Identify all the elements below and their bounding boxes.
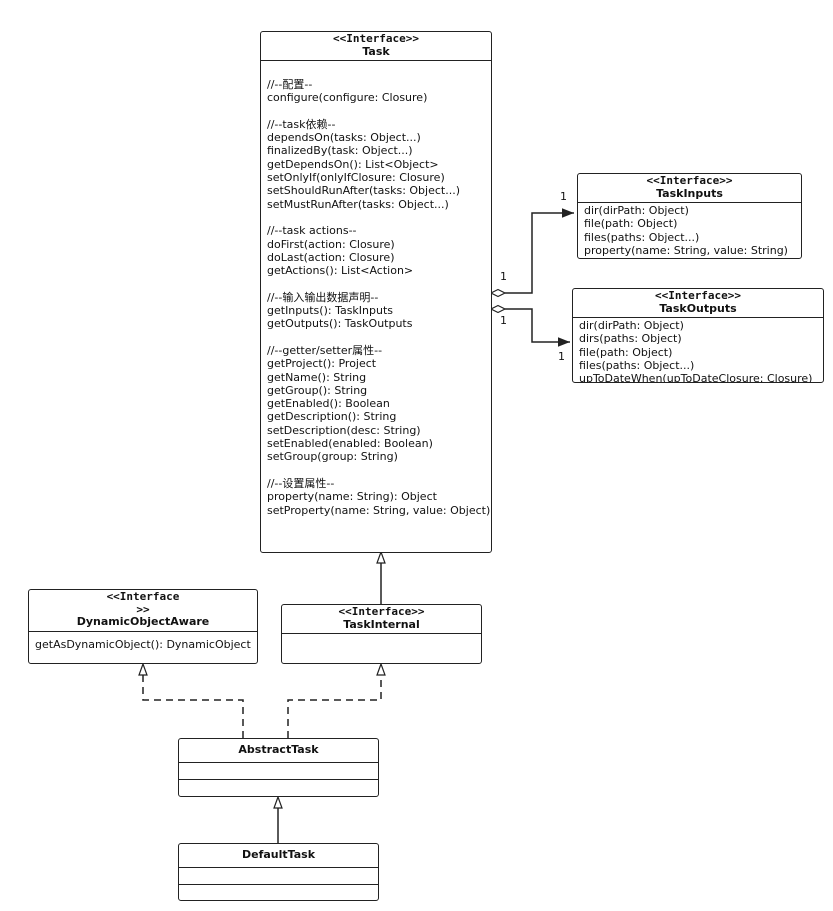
abstracttask-name: AbstractTask <box>238 743 319 756</box>
taskoutputs-operations: dir(dirPath: Object)dirs(paths: Object)f… <box>573 318 823 383</box>
task-operations: //--配置--configure(configure: Closure) //-… <box>261 61 491 517</box>
task-operation: getGroup(): String <box>267 383 368 397</box>
task-operation: getInputs(): TaskInputs <box>267 304 394 318</box>
dynamicobjectaware-stereotype-line2: >> <box>136 602 150 616</box>
section-comment: //--配置-- <box>267 78 313 91</box>
task-operation: setDescription(desc: String) <box>267 423 421 437</box>
group-spacer <box>267 331 491 344</box>
taskinternal-interface-box[interactable]: <<Interface>> TaskInternal <box>281 604 482 664</box>
dynamicobjectaware-header: <<Interface >> DynamicObjectAware <box>29 590 257 632</box>
task-operation: setMustRunAfter(tasks: Object...) <box>267 197 449 211</box>
dynamicobjectaware-interface-box[interactable]: <<Interface >> DynamicObjectAware getAsD… <box>28 589 258 664</box>
taskinternal-name: TaskInternal <box>343 617 420 631</box>
multiplicity-inputs-source: 1 <box>500 270 507 283</box>
taskoutputs-stereotype: <<Interface>> <box>654 289 742 302</box>
dynamicobjectaware-name: DynamicObjectAware <box>76 615 210 628</box>
task-operation: doLast(action: Closure) <box>267 250 395 264</box>
group-spacer <box>267 105 491 118</box>
association-task-outputs <box>489 304 570 347</box>
section-comment: //--getter/setter属性-- <box>267 343 383 357</box>
abstracttask-header: AbstractTask <box>179 739 378 763</box>
taskoutputs-operation: files(paths: Object...) <box>579 358 695 372</box>
taskoutputs-name: TaskOutputs <box>659 301 737 315</box>
taskinputs-operation: file(path: Object) <box>584 217 678 231</box>
task-operation: getName(): String <box>267 370 367 384</box>
association-task-inputs <box>489 208 574 298</box>
section-comment: //--task依赖-- <box>267 117 336 131</box>
taskinputs-operation: property(name: String, value: String) <box>584 243 788 257</box>
dynamicobjectaware-stereotype-line1: <<Interface <box>106 590 180 603</box>
group-spacer <box>267 277 491 290</box>
group-spacer <box>267 464 491 477</box>
multiplicity-outputs-source: 1 <box>500 314 507 327</box>
task-operation: getEnabled(): Boolean <box>267 397 390 411</box>
task-operation: finalizedBy(task: Object...) <box>267 144 413 158</box>
section-comment: //--task actions-- <box>267 224 357 238</box>
dynamicobjectaware-operation: getAsDynamicObject(): DynamicObject <box>35 637 251 651</box>
task-operation: getDependsOn(): List<Object> <box>267 157 439 171</box>
task-operation: property(name: String): Object <box>267 490 437 504</box>
task-operation: setShouldRunAfter(tasks: Object...) <box>267 184 460 198</box>
task-operation: setGroup(group: String) <box>267 450 398 464</box>
taskoutputs-operation: dir(dirPath: Object) <box>579 319 684 332</box>
defaulttask-methods-divider <box>179 884 378 885</box>
task-operation: setProperty(name: String, value: Object) <box>267 503 491 517</box>
multiplicity-inputs-target: 1 <box>560 190 567 203</box>
task-stereotype: <<Interface>> <box>332 32 420 45</box>
taskoutputs-operation: dirs(paths: Object) <box>579 332 682 346</box>
group-spacer <box>267 211 491 224</box>
taskoutputs-interface-box[interactable]: <<Interface>> TaskOutputs dir(dirPath: O… <box>572 288 824 383</box>
section-comment: //--设置属性-- <box>267 476 335 490</box>
task-interface-box[interactable]: <<Interface>> Task //--配置--configure(con… <box>260 31 492 553</box>
taskinputs-interface-box[interactable]: <<Interface>> TaskInputs dir(dirPath: Ob… <box>577 173 802 259</box>
realization-abstracttask-taskinternal <box>287 662 386 738</box>
defaulttask-name: DefaultTask <box>241 848 316 861</box>
taskinputs-name: TaskInputs <box>656 186 723 200</box>
task-operation: setEnabled(enabled: Boolean) <box>267 437 433 451</box>
section-comment: //--输入输出数据声明-- <box>267 290 379 304</box>
generalization-defaulttask-abstracttask <box>273 795 283 843</box>
taskinternal-stereotype: <<Interface>> <box>338 605 425 618</box>
task-operation: getProject(): Project <box>267 357 377 371</box>
taskinputs-operation: files(paths: Object...) <box>584 230 700 244</box>
dynamicobjectaware-operations: getAsDynamicObject(): DynamicObject <box>29 632 257 651</box>
task-header: <<Interface>> Task <box>261 32 491 61</box>
abstracttask-methods-divider <box>179 779 378 780</box>
taskoutputs-header: <<Interface>> TaskOutputs <box>573 289 823 318</box>
generalization-taskinternal-task <box>376 550 386 604</box>
defaulttask-class-box[interactable]: DefaultTask <box>178 843 379 901</box>
task-name: Task <box>362 44 390 58</box>
task-operation: getDescription(): String <box>267 410 397 424</box>
taskoutputs-operation: file(path: Object) <box>579 345 673 359</box>
task-operation: dependsOn(tasks: Object...) <box>267 131 421 145</box>
task-operation: setOnlyIf(onlyIfClosure: Closure) <box>267 171 445 185</box>
task-operation: configure(configure: Closure) <box>267 91 428 105</box>
taskinputs-operations: dir(dirPath: Object)file(path: Object)fi… <box>578 203 801 257</box>
task-operation: getOutputs(): TaskOutputs <box>267 317 413 331</box>
taskinputs-operation: dir(dirPath: Object) <box>584 204 689 217</box>
abstracttask-class-box[interactable]: AbstractTask <box>178 738 379 797</box>
taskinternal-header: <<Interface>> TaskInternal <box>282 605 481 634</box>
realization-abstracttask-dynamicobjectaware <box>138 662 244 738</box>
multiplicity-outputs-target: 1 <box>558 350 565 363</box>
task-operation: doFirst(action: Closure) <box>267 237 395 251</box>
defaulttask-header: DefaultTask <box>179 844 378 868</box>
taskinputs-header: <<Interface>> TaskInputs <box>578 174 801 203</box>
taskinputs-stereotype: <<Interface>> <box>646 174 733 187</box>
task-operation: getActions(): List<Action> <box>267 264 414 278</box>
taskoutputs-operation: upToDateWhen(upToDateClosure: Closure) <box>579 372 813 383</box>
